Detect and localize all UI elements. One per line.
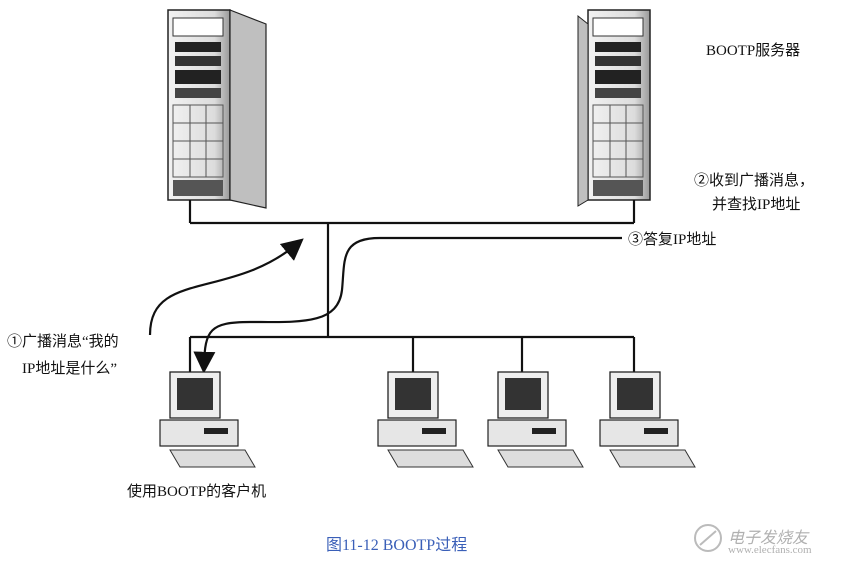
step1-label-line1: ①广播消息“我的 [7, 334, 119, 350]
watermark-url: www.elecfans.com [728, 544, 812, 556]
bootp-server-tower [577, 9, 651, 207]
network-cabling [188, 200, 636, 378]
workstation-2 [377, 371, 474, 468]
left-server-tower [167, 9, 267, 209]
step1-label-line2: IP地址是什么” [22, 361, 117, 377]
step2-label-line2: 并查找IP地址 [712, 197, 801, 213]
watermark-logo-icon [694, 524, 722, 552]
figure-caption: 图11-12 BOOTP过程 [326, 537, 468, 554]
server-label: BOOTP服务器 [706, 43, 801, 59]
workstation-4 [599, 371, 696, 468]
workstation-3 [487, 371, 584, 468]
broadcast-arrow [148, 238, 304, 336]
watermark-brand: 电子发烧友 [728, 530, 809, 547]
client-computer [159, 371, 256, 468]
reply-arrow [193, 236, 622, 374]
client-label: 使用BOOTP的客户机 [127, 484, 267, 500]
step3-label: ③答复IP地址 [628, 232, 717, 248]
step2-label-line1: ②收到广播消息， [694, 173, 815, 189]
